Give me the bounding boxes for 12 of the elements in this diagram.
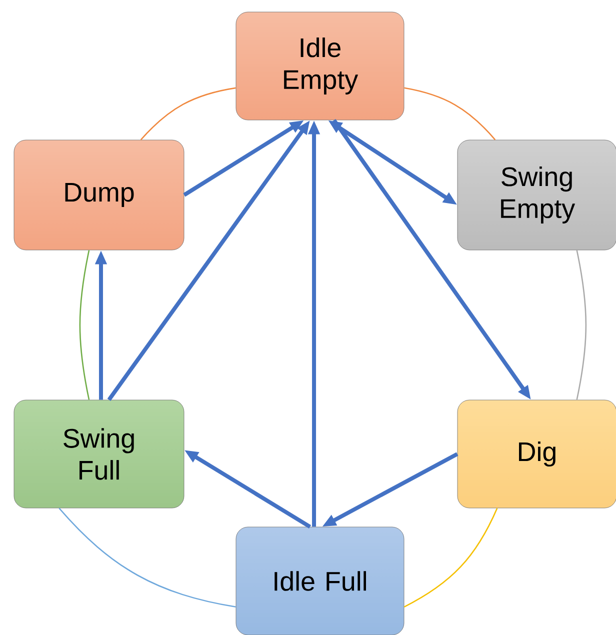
state-box: Swing Full <box>14 400 184 508</box>
connector-arc <box>58 508 236 608</box>
state-box: Idle Full <box>236 526 404 635</box>
connector-arc <box>79 250 90 400</box>
connector-arc <box>140 87 236 140</box>
state-box: Dig <box>457 400 616 508</box>
state-box: Swing Empty <box>457 140 616 250</box>
connector-arc <box>576 250 587 400</box>
state-box: Dump <box>14 140 184 250</box>
connector-arc <box>404 87 496 140</box>
state-box: Idle Empty <box>236 12 404 120</box>
connector-arc <box>404 508 498 608</box>
